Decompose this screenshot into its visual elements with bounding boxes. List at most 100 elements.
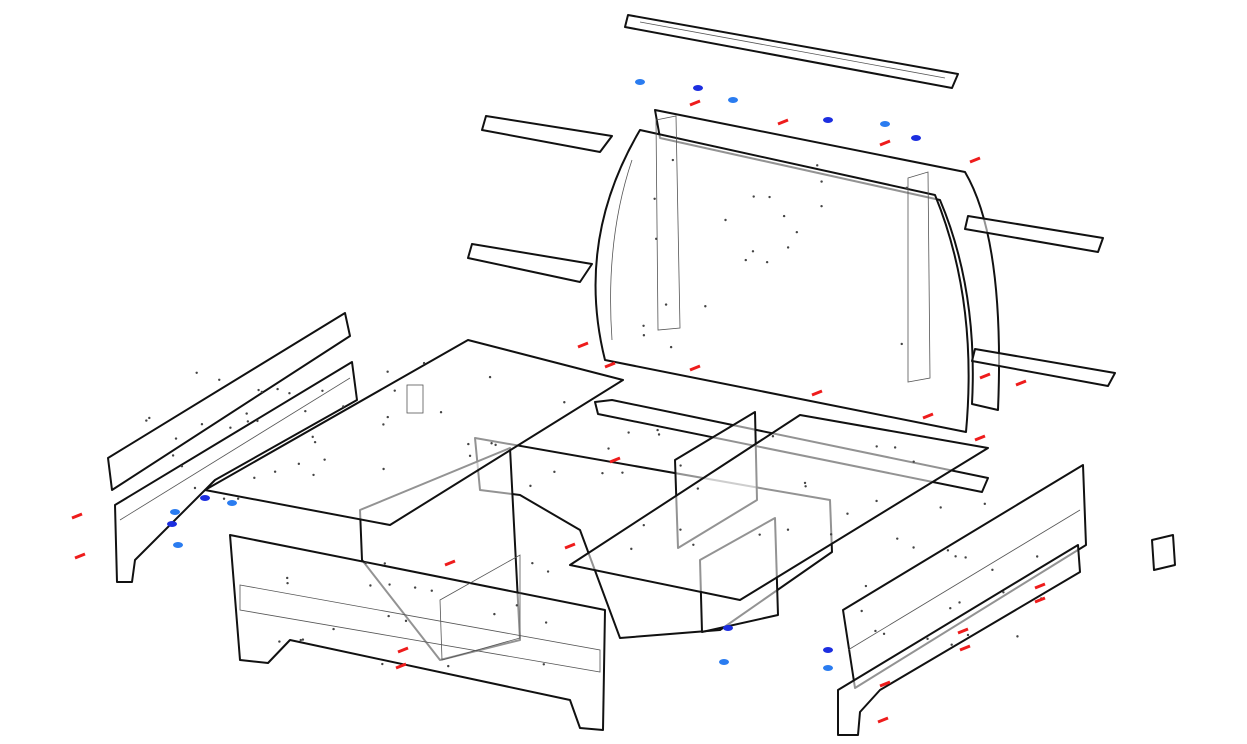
drill-hole xyxy=(364,561,367,565)
dowel-mark xyxy=(227,500,237,506)
drill-hole xyxy=(804,485,807,488)
drill-hole xyxy=(288,391,291,395)
screw-mark xyxy=(957,627,969,635)
drill-hole xyxy=(991,568,994,572)
drill-hole xyxy=(386,415,389,419)
drill-hole xyxy=(193,486,197,490)
drill-hole xyxy=(912,460,915,463)
drill-hole xyxy=(531,561,534,565)
dowel-mark xyxy=(200,495,210,501)
drill-hole xyxy=(304,409,307,413)
drill-hole xyxy=(171,454,175,457)
drill-hole xyxy=(782,214,786,218)
drill-hole xyxy=(382,423,385,426)
backrest-panel xyxy=(594,109,1001,433)
drill-hole xyxy=(245,412,248,415)
dowel-mark xyxy=(719,659,729,665)
dowel-mark xyxy=(693,85,703,91)
drill-hole xyxy=(494,443,497,447)
drill-hole xyxy=(342,405,345,408)
dowel-mark xyxy=(723,625,733,631)
drill-hole xyxy=(229,426,232,429)
drill-hole xyxy=(222,497,226,500)
drill-hole xyxy=(875,445,878,448)
dowel-mark xyxy=(635,79,645,85)
drill-hole xyxy=(273,470,277,473)
screw-mark xyxy=(979,372,991,380)
drill-hole xyxy=(679,528,682,531)
drill-hole xyxy=(256,419,259,423)
drill-hole xyxy=(820,204,823,208)
dowel-mark xyxy=(170,509,180,515)
drill-hole xyxy=(490,442,493,445)
drill-hole xyxy=(926,637,929,641)
drill-hole xyxy=(542,663,545,666)
corner-bracket xyxy=(1151,534,1176,571)
drill-hole xyxy=(529,484,532,488)
drill-hole xyxy=(983,502,987,506)
drill-hole xyxy=(276,387,279,391)
drill-hole xyxy=(820,180,823,183)
drill-hole xyxy=(195,371,198,375)
drill-hole xyxy=(949,607,952,610)
screw-mark xyxy=(1034,582,1046,590)
drill-hole xyxy=(966,633,970,637)
drill-hole xyxy=(939,506,942,509)
drill-hole xyxy=(630,547,633,551)
drill-hole xyxy=(332,627,335,631)
drill-hole xyxy=(180,464,184,468)
drill-hole xyxy=(724,218,727,222)
drill-hole xyxy=(544,621,548,624)
drill-hole xyxy=(704,305,707,308)
drill-hole xyxy=(696,487,700,490)
drill-hole xyxy=(874,629,877,633)
drill-hole xyxy=(1016,635,1019,638)
drill-hole xyxy=(795,230,799,234)
drill-hole xyxy=(875,499,878,503)
drill-holes xyxy=(145,158,1043,668)
drill-hole xyxy=(751,250,755,253)
screw-mark xyxy=(689,99,701,107)
drill-hole xyxy=(321,389,324,392)
screw-mark xyxy=(1015,379,1027,387)
drill-hole xyxy=(145,419,148,422)
screw-mark xyxy=(879,680,891,688)
armrest-arm-lower-right xyxy=(971,348,1116,387)
drill-hole xyxy=(692,543,695,546)
armrest-arm-upper-left xyxy=(481,115,613,153)
screw-mark xyxy=(777,118,789,126)
drill-hole xyxy=(286,576,289,580)
drill-hole xyxy=(621,471,624,474)
dowel-mark xyxy=(823,117,833,123)
screw-mark xyxy=(74,552,86,560)
screw-mark xyxy=(609,456,621,464)
drill-hole xyxy=(387,614,390,618)
screw-mark xyxy=(877,716,889,724)
drill-hole xyxy=(846,512,849,515)
screw-mark xyxy=(974,434,986,442)
drill-hole xyxy=(257,388,260,392)
screw-mark xyxy=(71,512,83,520)
drill-hole xyxy=(553,470,556,474)
drill-hole xyxy=(393,389,396,392)
screw-mark xyxy=(604,361,616,369)
drill-hole xyxy=(286,581,289,585)
drill-hole xyxy=(388,583,391,586)
drill-hole xyxy=(299,638,302,642)
drill-hole xyxy=(200,423,204,426)
dowel-mark xyxy=(823,665,833,671)
seat-board-right xyxy=(569,414,989,601)
drill-hole xyxy=(816,164,819,167)
drill-hole xyxy=(642,523,645,527)
screw-mark xyxy=(969,156,981,164)
drill-hole xyxy=(896,537,899,540)
drill-hole xyxy=(439,411,443,414)
drill-hole xyxy=(758,533,761,536)
screw-mark xyxy=(811,389,823,397)
drill-hole xyxy=(664,303,668,306)
drill-hole xyxy=(369,584,372,587)
screw-mark xyxy=(577,341,589,349)
drill-hole xyxy=(218,378,221,382)
drill-hole xyxy=(422,361,426,365)
